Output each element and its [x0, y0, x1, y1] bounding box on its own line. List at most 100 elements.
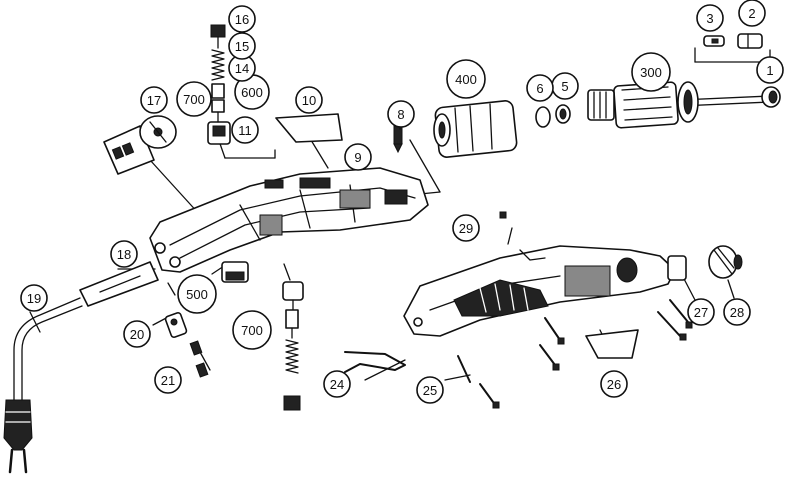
callout-number: 3 — [706, 11, 713, 26]
callout-circle — [228, 32, 256, 60]
callout-2: 2 — [738, 0, 766, 27]
callout-number: 15 — [235, 39, 249, 54]
callout-circle — [756, 56, 784, 84]
screw-8 — [393, 123, 403, 154]
switch-plate-10 — [275, 113, 343, 143]
callout-9: 9 — [344, 143, 372, 171]
callout-circle — [452, 214, 480, 242]
brush-stack-top — [210, 24, 226, 123]
callout-16: 16 — [228, 5, 256, 33]
callout-number: 700 — [241, 323, 263, 338]
callout-circle — [231, 116, 259, 144]
power-cord — [3, 261, 159, 474]
callout-number: 21 — [161, 373, 175, 388]
switch-plate-26 — [585, 329, 639, 359]
callout-labels: 1 2 3 300 5 6 400 8 9 10 11 600 14 15 16 700 17 18 19 500 20… — [20, 0, 784, 404]
armature-assembly — [587, 81, 781, 129]
callout-circle — [154, 366, 182, 394]
callout-10: 10 — [295, 86, 323, 114]
callout-500: 500 — [177, 274, 217, 314]
callout-number: 2 — [748, 6, 755, 21]
collet-parts — [694, 33, 771, 63]
callout-number: 8 — [397, 107, 404, 122]
callout-number: 6 — [536, 81, 543, 96]
callout-circle — [140, 86, 168, 114]
callout-number: 300 — [640, 65, 662, 80]
callout-number: 26 — [607, 377, 621, 392]
spring-clip-24 — [344, 351, 406, 373]
callout-400: 400 — [446, 59, 486, 99]
callout-circle — [687, 298, 715, 326]
callout-number: 25 — [423, 383, 437, 398]
callout-number: 17 — [147, 93, 161, 108]
housing-left-half — [149, 167, 429, 273]
callout-17: 17 — [140, 86, 168, 114]
switch-11 — [207, 121, 231, 145]
callout-19: 19 — [20, 284, 48, 312]
callout-number: 28 — [730, 305, 744, 320]
bearings — [535, 104, 571, 128]
nose-cap — [667, 245, 743, 281]
callout-24: 24 — [323, 370, 351, 398]
callout-300: 300 — [631, 52, 671, 92]
callout-20: 20 — [123, 320, 151, 348]
callout-circle — [295, 86, 323, 114]
callout-700: 700 — [176, 81, 212, 117]
brush-stack-bottom — [282, 281, 304, 411]
callout-number: 400 — [455, 72, 477, 87]
callout-circle — [600, 370, 628, 398]
callout-26: 26 — [600, 370, 628, 398]
callout-circle — [123, 320, 151, 348]
callout-circle — [723, 298, 751, 326]
callout-number: 5 — [561, 79, 568, 94]
callout-29: 29 — [452, 214, 480, 242]
callout-11: 11 — [231, 116, 259, 144]
callout-number: 10 — [302, 93, 316, 108]
callout-circle — [344, 143, 372, 171]
callout-number: 29 — [459, 221, 473, 236]
callout-circle — [110, 240, 138, 268]
callout-number: 600 — [241, 85, 263, 100]
callout-circle — [416, 376, 444, 404]
callout-circle — [631, 52, 671, 92]
callout-circle — [228, 5, 256, 33]
callout-27: 27 — [687, 298, 715, 326]
callout-21: 21 — [154, 366, 182, 394]
callout-circle — [20, 284, 48, 312]
callout-number: 19 — [27, 291, 41, 306]
callout-number: 24 — [330, 377, 344, 392]
callout-circle — [446, 59, 486, 99]
part-17 — [103, 115, 177, 175]
callout-circle — [176, 81, 212, 117]
housing-screws — [457, 211, 693, 409]
callout-number: 16 — [235, 12, 249, 27]
callout-circle — [177, 274, 217, 314]
part-500 — [221, 261, 249, 283]
callout-circle — [696, 4, 724, 32]
callout-number: 1 — [766, 63, 773, 78]
callout-6: 6 — [526, 74, 554, 102]
callout-number: 14 — [235, 61, 249, 76]
callout-5: 5 — [551, 72, 579, 100]
callout-circle — [323, 370, 351, 398]
callout-number: 18 — [117, 247, 131, 262]
callout-circle — [526, 74, 554, 102]
callout-18: 18 — [110, 240, 138, 268]
callout-number: 9 — [354, 150, 361, 165]
callout-8: 8 — [387, 100, 415, 128]
callout-3: 3 — [696, 4, 724, 32]
callout-number: 700 — [183, 92, 205, 107]
callout-600: 600 — [234, 74, 270, 110]
callout-number: 11 — [238, 123, 252, 138]
callout-15: 15 — [228, 32, 256, 60]
callout-700: 700 — [232, 310, 272, 350]
callout-number: 27 — [694, 305, 708, 320]
callout-28: 28 — [723, 298, 751, 326]
cord-clamp — [164, 311, 209, 378]
callout-1: 1 — [756, 56, 784, 84]
callout-25: 25 — [416, 376, 444, 404]
callout-circle — [738, 0, 766, 27]
callout-number: 500 — [186, 287, 208, 302]
